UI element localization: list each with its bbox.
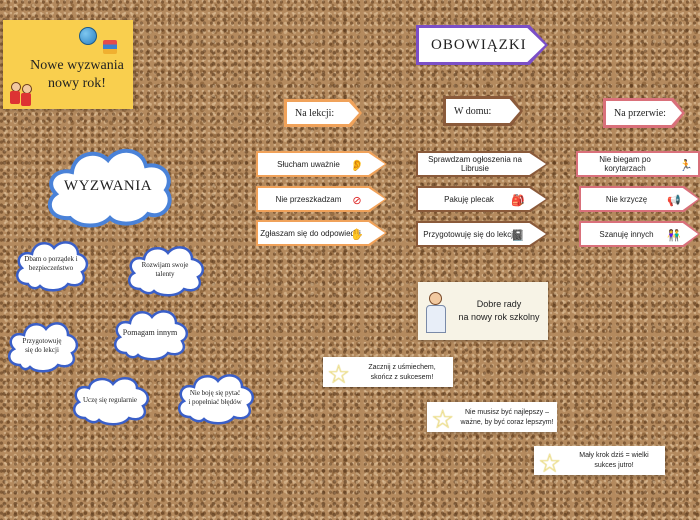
task-przygotowuje-lekcje: Przygotowuję się do lekcji 📓 bbox=[416, 221, 548, 247]
people-icon: 👫 bbox=[667, 229, 681, 242]
challenge-text: Rozwijam swoje talenty bbox=[141, 261, 189, 278]
challenge-text: Uczę się regularnie bbox=[82, 395, 138, 404]
tip-line-2: skończ z sukcesem! bbox=[370, 374, 434, 381]
tip-text: Nie musisz być najlepszy – ważne, by być… bbox=[459, 408, 555, 428]
backpack-icon: 🎒 bbox=[511, 194, 525, 207]
header-na-lekcji: Na lekcji: bbox=[284, 99, 362, 127]
prohibited-icon: ⊘ bbox=[352, 194, 362, 207]
title-line-1: Nowe wyzwania bbox=[30, 58, 124, 73]
challenge-text: Dbam o porządek i bezpieczeństwo bbox=[24, 255, 78, 272]
challenge-cloud-3: Przygotowuję się do lekcji bbox=[4, 319, 80, 373]
advice-line-1: Dobre rady bbox=[476, 299, 522, 309]
task-zglaszam-sie: Zgłaszam się do odpowiedzi ✋ bbox=[256, 220, 387, 246]
no-running-icon: 🏃 bbox=[679, 159, 693, 172]
task-label: Nie przeszkadzam bbox=[275, 194, 342, 204]
shouting-icon: 📢 bbox=[667, 194, 681, 207]
challenge-cloud-4: Pomagam innym bbox=[110, 305, 190, 361]
tip-line-2: sukces jutro! bbox=[594, 462, 634, 469]
tip-text: Mały krok dziś = wielki sukces jutro! bbox=[566, 451, 662, 471]
star-icon: ☆ bbox=[538, 448, 562, 478]
challenge-text: Nie boję się pytać i popełniać błędów bbox=[188, 389, 242, 406]
task-nie-krzycze: Nie krzyczę 📢 bbox=[579, 186, 700, 212]
header-na-lekcji-label: Na lekcji: bbox=[287, 102, 359, 124]
task-label: Nie krzyczę bbox=[605, 194, 648, 204]
task-label: Nie biegam po korytarzach bbox=[599, 155, 651, 173]
tip-line-1: Nie musisz być najlepszy – bbox=[464, 409, 550, 416]
title-card: Nowe wyzwania nowy rok! bbox=[3, 20, 133, 109]
star-icon: ☆ bbox=[431, 404, 455, 434]
notebook-icon: 📓 bbox=[511, 229, 525, 242]
raised-hand-icon: ✋ bbox=[350, 228, 364, 241]
obowiazki-header: OBOWIĄZKI bbox=[416, 25, 548, 65]
obowiazki-label: OBOWIĄZKI bbox=[419, 28, 545, 62]
challenge-cloud-5: Uczę się regularnie bbox=[69, 374, 151, 426]
challenge-cloud-2: Rozwijam swoje talenty bbox=[124, 243, 206, 297]
challenge-text: Przygotowuję się do lekcji bbox=[22, 337, 62, 354]
title-line-2: nowy rok! bbox=[48, 76, 106, 91]
task-label: Zgłaszam się do odpowiedzi bbox=[260, 228, 361, 238]
task-pakuje-plecak: Pakuję plecak 🎒 bbox=[416, 186, 548, 212]
teacher-icon bbox=[424, 292, 446, 333]
task-label: Szanuję innych bbox=[599, 229, 654, 239]
student-girl-icon bbox=[10, 82, 21, 104]
header-w-domu: W domu: bbox=[443, 96, 523, 126]
challenge-text: Pomagam innym bbox=[122, 328, 178, 337]
advice-line-2: na nowy rok szkolny bbox=[458, 312, 540, 322]
challenge-cloud-6: Nie boję się pytać i popełniać błędów bbox=[174, 371, 256, 425]
task-label: Sprawdzam ogłoszenia na Librusie bbox=[428, 155, 522, 173]
tip-line-1: Zacznij z uśmiechem, bbox=[368, 364, 436, 371]
task-nie-przeszkadzam: Nie przeszkadzam ⊘ bbox=[256, 186, 387, 212]
books-icon bbox=[103, 40, 117, 54]
tip-line-2: ważne, by być coraz lepszym! bbox=[460, 419, 554, 426]
header-w-domu-label: W domu: bbox=[446, 99, 520, 123]
header-na-przerwie-label: Na przerwie: bbox=[606, 101, 682, 125]
header-na-przerwie: Na przerwie: bbox=[603, 98, 685, 128]
advice-text: Dobre rady na nowy rok szkolny bbox=[452, 298, 546, 324]
challenge-cloud-1: Dbam o porządek i bezpieczeństwo bbox=[12, 236, 90, 292]
tip-card-2: ☆ Nie musisz być najlepszy – ważne, by b… bbox=[427, 402, 557, 432]
tip-card-1: ☆ Zacznij z uśmiechem, skończ z sukcesem… bbox=[323, 357, 453, 387]
wyzwania-cloud: WYZWANIA bbox=[40, 142, 176, 230]
ear-icon: 👂 bbox=[350, 159, 364, 172]
title-text: Nowe wyzwania nowy rok! bbox=[21, 57, 133, 93]
tip-text: Zacznij z uśmiechem, skończ z sukcesem! bbox=[355, 363, 449, 383]
task-nie-biegam: Nie biegam po korytarzach 🏃 bbox=[576, 151, 700, 177]
task-label: Pakuję plecak bbox=[444, 194, 494, 204]
student-boy-icon bbox=[21, 84, 32, 106]
task-sprawdzam-librus: Sprawdzam ogłoszenia na Librusie bbox=[416, 151, 548, 177]
cloud-shape bbox=[47, 149, 172, 228]
advice-card: Dobre rady na nowy rok szkolny bbox=[418, 282, 548, 340]
star-icon: ☆ bbox=[327, 359, 351, 389]
task-label: Słucham uważnie bbox=[277, 159, 340, 169]
task-szanuje-innych: Szanuję innych 👫 bbox=[579, 221, 700, 247]
wyzwania-label: WYZWANIA bbox=[63, 177, 153, 194]
tip-card-3: ☆ Mały krok dziś = wielki sukces jutro! bbox=[534, 446, 665, 478]
globe-icon bbox=[79, 27, 97, 45]
task-sluchm-uwaznie: Słucham uważnie 👂 bbox=[256, 151, 387, 177]
tip-line-1: Mały krok dziś = wielki bbox=[579, 452, 649, 459]
task-label: Przygotowuję się do lekcji bbox=[423, 229, 515, 239]
